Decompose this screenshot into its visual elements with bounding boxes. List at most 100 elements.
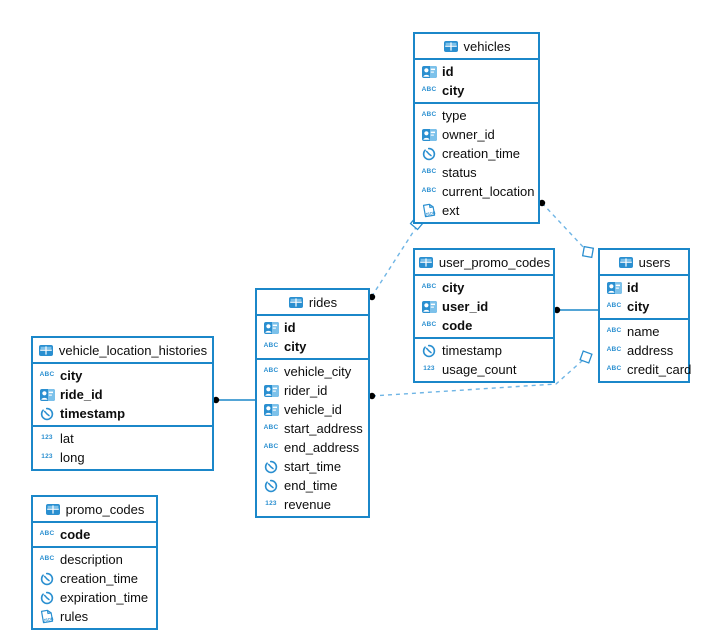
column-row-end_time[interactable]: end_time xyxy=(257,476,368,495)
column-row-user_id[interactable]: user_id xyxy=(415,297,553,316)
string-abc-icon: ABC xyxy=(263,443,279,451)
column-type-icon-cell xyxy=(262,383,280,398)
column-row-timestamp[interactable]: timestamp xyxy=(415,341,553,360)
column-type-icon-cell: ABC xyxy=(262,421,280,436)
timestamp-clock-icon xyxy=(40,572,54,585)
column-type-icon-cell: 123 xyxy=(38,431,56,446)
column-name: lat xyxy=(60,431,74,446)
string-abc-icon: ABC xyxy=(606,302,622,310)
column-row-owner_id[interactable]: owner_id xyxy=(415,125,538,144)
column-row-id[interactable]: id xyxy=(257,318,368,337)
string-abc-icon: ABC xyxy=(39,530,55,538)
column-row-ride_id[interactable]: ride_id xyxy=(33,385,212,404)
column-row-ext[interactable]: JSON ext xyxy=(415,201,538,220)
string-abc-icon: ABC xyxy=(421,283,437,291)
table-header[interactable]: promo_codes xyxy=(33,497,156,523)
timestamp-clock-icon xyxy=(40,407,54,420)
column-name: city xyxy=(442,83,465,98)
column-type-icon-cell: 123 xyxy=(38,450,56,465)
string-abc-icon: ABC xyxy=(263,424,279,432)
table-header[interactable]: vehicle_location_histories xyxy=(33,338,212,364)
column-row-vehicle_id[interactable]: vehicle_id xyxy=(257,400,368,419)
table-header[interactable]: user_promo_codes xyxy=(415,250,553,276)
column-name: usage_count xyxy=(442,362,517,377)
primary-key-section: ABC code xyxy=(33,523,156,548)
column-row-usage_count[interactable]: 123 usage_count xyxy=(415,360,553,379)
column-name: rules xyxy=(60,609,89,624)
column-type-icon-cell: JSON xyxy=(38,609,56,624)
column-name: rider_id xyxy=(284,383,328,398)
column-row-id[interactable]: id xyxy=(600,278,688,297)
timestamp-clock-icon xyxy=(264,479,278,492)
relationship-vehicle_location_histories-to-rides[interactable] xyxy=(212,396,255,404)
relationship-line[interactable] xyxy=(541,202,586,250)
table-name: rides xyxy=(308,294,338,310)
column-row-lat[interactable]: 123 lat xyxy=(33,429,212,448)
table-icon xyxy=(443,40,458,52)
column-row-creation_time[interactable]: creation_time xyxy=(33,569,156,588)
column-row-rider_id[interactable]: rider_id xyxy=(257,381,368,400)
relationship-line[interactable] xyxy=(371,225,418,297)
column-type-icon-cell: ABC xyxy=(262,440,280,455)
column-type-icon-cell xyxy=(262,478,280,493)
timestamp-clock-icon xyxy=(422,344,436,357)
table-header[interactable]: vehicles xyxy=(415,34,538,60)
number-123-icon: 123 xyxy=(423,365,435,373)
column-type-icon-cell xyxy=(420,299,438,314)
column-type-icon-cell: ABC xyxy=(262,339,280,354)
number-123-icon: 123 xyxy=(265,500,277,508)
relationship-user_promo_codes-to-users[interactable] xyxy=(553,306,598,314)
column-type-icon-cell: ABC xyxy=(38,527,56,542)
column-name: start_time xyxy=(284,459,342,474)
table-header[interactable]: users xyxy=(600,250,688,276)
column-type-icon-cell xyxy=(420,343,438,358)
json-icon: JSON xyxy=(422,203,436,218)
column-row-timestamp[interactable]: timestamp xyxy=(33,404,212,423)
column-type-icon-cell xyxy=(38,406,56,421)
column-name: ext xyxy=(442,203,460,218)
column-name: code xyxy=(60,527,91,542)
column-name: id xyxy=(442,64,454,79)
column-name: code xyxy=(442,318,473,333)
column-row-start_time[interactable]: start_time xyxy=(257,457,368,476)
column-type-icon-cell: JSON xyxy=(420,203,438,218)
column-type-icon-cell xyxy=(605,280,623,295)
column-row-rules[interactable]: JSON rules xyxy=(33,607,156,626)
column-row-id[interactable]: id xyxy=(415,62,538,81)
column-name: city xyxy=(60,368,83,383)
column-row-creation_time[interactable]: creation_time xyxy=(415,144,538,163)
column-name: expiration_time xyxy=(60,590,149,605)
column-row-expiration_time[interactable]: expiration_time xyxy=(33,588,156,607)
column-row-code[interactable]: ABC code xyxy=(33,525,156,544)
table-header[interactable]: rides xyxy=(257,290,368,316)
json-icon: JSON xyxy=(40,609,54,624)
table-icon-cell xyxy=(418,255,434,270)
